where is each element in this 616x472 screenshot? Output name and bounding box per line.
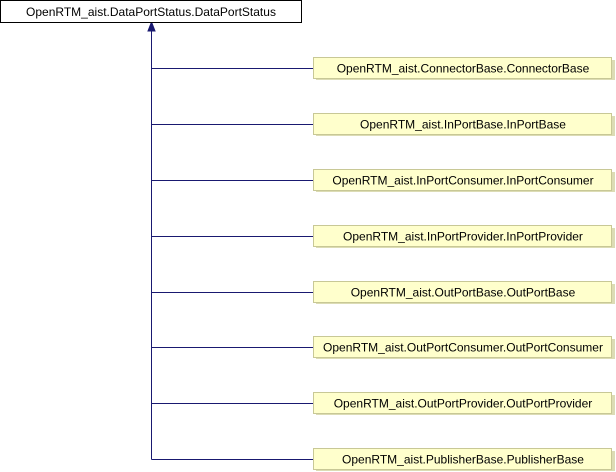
derived-class-node-connectorbase[interactable]: OpenRTM_aist.ConnectorBase.ConnectorBase — [313, 57, 616, 81]
derived-class-box — [313, 392, 612, 414]
derived-class-box — [313, 448, 612, 470]
derived-class-node-outportbase[interactable]: OpenRTM_aist.OutPortBase.OutPortBase — [313, 281, 616, 305]
derived-class-label: OpenRTM_aist.OutPortBase.OutPortBase — [351, 286, 576, 300]
derived-class-box — [313, 57, 612, 79]
derived-class-box — [313, 225, 612, 247]
derived-class-box — [313, 113, 612, 135]
derived-class-label: OpenRTM_aist.OutPortConsumer.OutPortCons… — [323, 341, 603, 355]
derived-class-node-inportconsumer[interactable]: OpenRTM_aist.InPortConsumer.InPortConsum… — [313, 169, 616, 193]
derived-class-node-publisherbase[interactable]: OpenRTM_aist.PublisherBase.PublisherBase — [313, 448, 616, 472]
derived-class-label: OpenRTM_aist.InPortProvider.InPortProvid… — [343, 230, 583, 244]
derived-class-node-inportprovider[interactable]: OpenRTM_aist.InPortProvider.InPortProvid… — [313, 225, 616, 249]
derived-class-label: OpenRTM_aist.PublisherBase.PublisherBase — [342, 453, 584, 467]
derived-class-label: OpenRTM_aist.InPortConsumer.InPortConsum… — [332, 174, 593, 188]
derived-class-label: OpenRTM_aist.ConnectorBase.ConnectorBase — [337, 62, 590, 76]
derived-class-label: OpenRTM_aist.OutPortProvider.OutPortProv… — [334, 397, 593, 411]
derived-class-box — [313, 281, 612, 303]
derived-class-node-outportconsumer[interactable]: OpenRTM_aist.OutPortConsumer.OutPortCons… — [313, 336, 616, 360]
inheritance-arrowhead — [147, 20, 156, 32]
derived-class-label: OpenRTM_aist.InPortBase.InPortBase — [360, 118, 566, 132]
derived-class-node-inportbase[interactable]: OpenRTM_aist.InPortBase.InPortBase — [313, 113, 616, 137]
base-class-box — [0, 0, 302, 23]
derived-class-box — [313, 169, 612, 191]
base-class-node[interactable]: OpenRTM_aist.DataPortStatus.DataPortStat… — [0, 0, 302, 23]
inheritance-edges — [151, 30, 313, 460]
derived-class-node-outportprovider[interactable]: OpenRTM_aist.OutPortProvider.OutPortProv… — [313, 392, 616, 416]
derived-class-box — [313, 336, 612, 358]
base-class-label: OpenRTM_aist.DataPortStatus.DataPortStat… — [26, 5, 276, 19]
